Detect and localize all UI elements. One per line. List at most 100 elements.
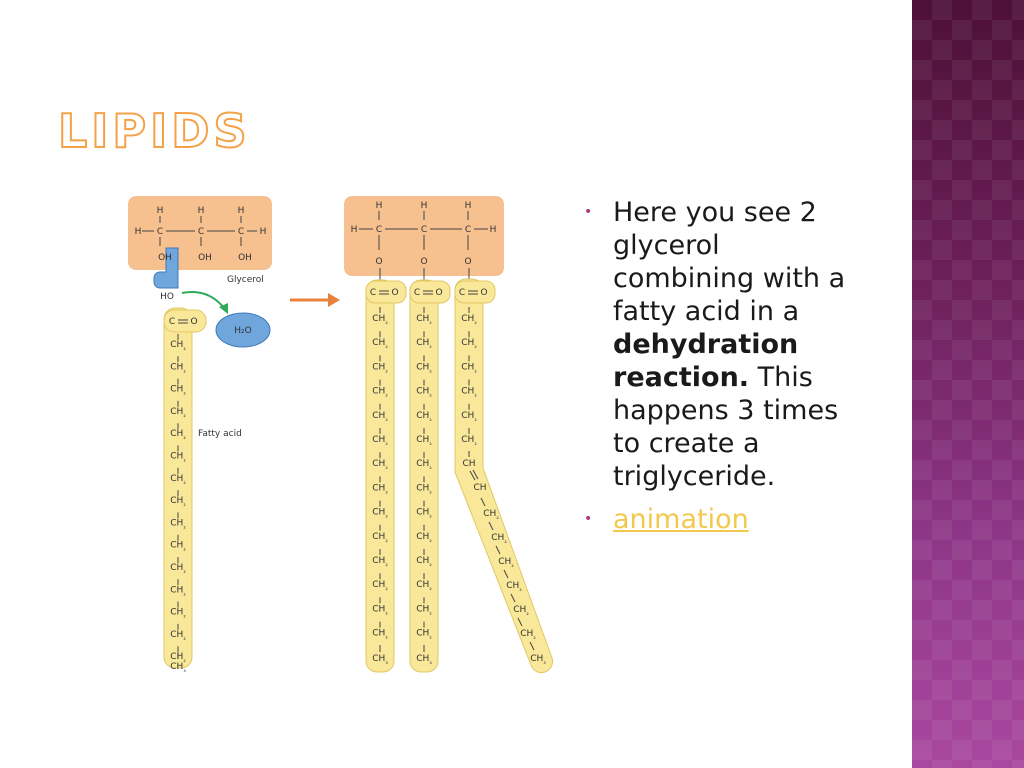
carbonyl-o: O	[391, 288, 398, 298]
bullet-item-explanation: • Here you see 2 glycerol combining with…	[580, 196, 860, 493]
tg-carbon: C	[421, 225, 427, 235]
carbonyl-c: C	[169, 317, 175, 327]
chain-3-carbonyl-cap	[454, 280, 496, 304]
ch2-label: CH₂	[170, 541, 186, 553]
ch2-label: CH₂	[372, 629, 388, 641]
ch2-label: CH₂	[372, 483, 388, 495]
hydroxyl-highlight	[153, 247, 179, 289]
chain-3-unsaturated	[454, 278, 554, 674]
glycerol-h-top: H	[157, 206, 164, 216]
ch2-label: CH₂	[372, 508, 388, 520]
ch2-label: CH₂	[416, 483, 432, 495]
bullet-dot-icon: •	[584, 511, 593, 527]
glycerol-oh-2: OH	[198, 253, 212, 263]
ch2-label: CH₂	[461, 338, 477, 350]
ch2-label: CH₂	[170, 340, 186, 352]
carbonyl-o: O	[190, 317, 197, 327]
ch2-label: CH₂	[170, 362, 186, 374]
ch2-label: CH₂	[170, 474, 186, 486]
ch2-label: CH₂	[170, 652, 186, 664]
tg-ester-o: O	[375, 257, 382, 267]
ch3-label: CH₃	[530, 654, 546, 666]
ch3-label: CH₃	[372, 654, 388, 666]
ch2-label: CH₂	[372, 532, 388, 544]
ch2-label: CH₂	[416, 604, 432, 616]
carbonyl-c: C	[414, 288, 420, 298]
ch2-label: CH₂	[372, 556, 388, 568]
chain-2-carbonyl-cap	[409, 280, 451, 304]
ch2-label: CH₂	[461, 411, 477, 423]
chain-1	[365, 279, 395, 673]
chain-bond	[503, 569, 509, 579]
tg-carbon: C	[465, 225, 471, 235]
ch2-label: CH₂	[170, 585, 186, 597]
side-band-pattern	[912, 0, 1024, 768]
glycerol-carbon: C	[238, 227, 244, 237]
ch2-label: CH₂	[170, 518, 186, 530]
ch2-label: CH₂	[416, 459, 432, 471]
ch2-label: CH₂	[416, 435, 432, 447]
ch2-label: CH₂	[416, 580, 432, 592]
orange-arrow-head-icon	[328, 293, 340, 307]
ch2-label: CH₂	[520, 629, 536, 641]
glycerol-h-right: H	[260, 227, 267, 237]
glycerol-label: Glycerol	[227, 275, 264, 285]
ch2-label: CH₂	[170, 563, 186, 575]
carbonyl-o: O	[435, 288, 442, 298]
double-bond	[472, 469, 479, 480]
chain-bond	[488, 521, 494, 531]
ch2-label: CH₂	[491, 533, 507, 545]
fatty-acid-ho: HO	[160, 292, 174, 302]
ch-label: CH	[473, 483, 486, 493]
carbonyl-c: C	[370, 288, 376, 298]
bullet-dot-icon: •	[584, 204, 593, 220]
ch2-label: CH₂	[416, 314, 432, 326]
ch3-label: CH₃	[170, 662, 186, 674]
ch2-label: CH₂	[461, 435, 477, 447]
ch2-label: CH₂	[506, 581, 522, 593]
ch2-label: CH₂	[416, 556, 432, 568]
glycerol-box	[128, 196, 272, 270]
fatty-acid-chain	[163, 307, 193, 669]
tg-h-top: H	[465, 201, 472, 211]
carbonyl-o: O	[480, 288, 487, 298]
ch2-label: CH₂	[170, 452, 186, 464]
ch2-label: CH₂	[416, 508, 432, 520]
ch2-label: CH₂	[416, 629, 432, 641]
glycerol-h-left: H	[135, 227, 142, 237]
chain-bond	[495, 545, 501, 555]
ch2-label: CH₂	[372, 604, 388, 616]
animation-link[interactable]: animation	[613, 504, 749, 535]
tg-h-top: H	[421, 201, 428, 211]
ch2-label: CH₂	[170, 630, 186, 642]
glycerol-carbon: C	[198, 227, 204, 237]
tg-h-right: H	[490, 225, 497, 235]
water-molecule	[215, 312, 271, 348]
decorative-side-band	[912, 0, 1024, 768]
ch2-label: CH₂	[513, 605, 529, 617]
tg-carbon: C	[376, 225, 382, 235]
ch2-label: CH₂	[498, 557, 514, 569]
ch2-label: CH₂	[170, 496, 186, 508]
glycerol-h-top: H	[238, 206, 245, 216]
ch2-label: CH₂	[170, 608, 186, 620]
green-arrow	[181, 291, 225, 309]
tg-ester-o: O	[420, 257, 427, 267]
ch2-label: CH₂	[372, 411, 388, 423]
bullet-text-after: This happens 3 times to create a triglyc…	[613, 362, 839, 492]
ch2-label: CH₂	[461, 314, 477, 326]
ch2-label: CH₂	[416, 338, 432, 350]
ch2-label: CH₂	[372, 338, 388, 350]
tg-h-top: H	[376, 201, 383, 211]
chain-bond	[529, 641, 535, 651]
chain-bond	[510, 593, 516, 603]
ch2-label: CH₂	[170, 429, 186, 441]
ch2-label: CH₂	[170, 385, 186, 397]
double-bond	[469, 470, 476, 481]
ch2-label: CH₂	[372, 580, 388, 592]
ch2-label: CH₂	[372, 435, 388, 447]
glycerol-carbon: C	[157, 227, 163, 237]
